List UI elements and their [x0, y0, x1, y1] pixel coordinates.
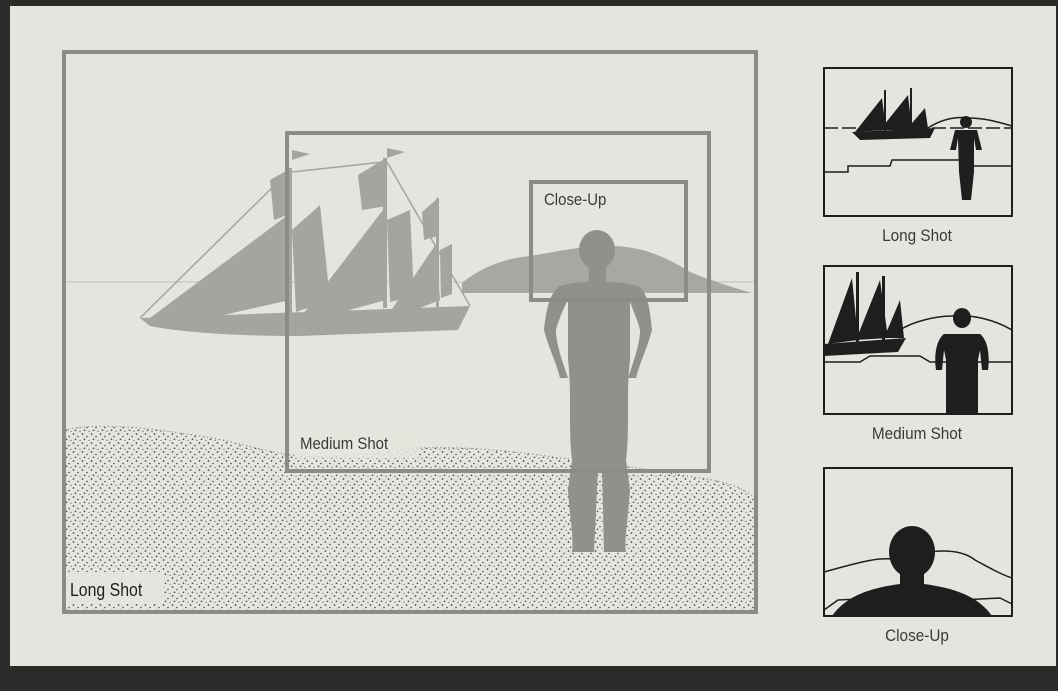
close-up-label: Close-Up: [544, 190, 606, 210]
sailing-ship-illustration: [140, 148, 470, 336]
thumbnail-caption-long-shot: Long Shot: [832, 226, 1003, 246]
long-shot-label: Long Shot: [70, 580, 142, 600]
thumbnail-medium-shot: [824, 266, 1012, 414]
thumbnail-long-shot: [824, 68, 1012, 216]
medium-shot-label: Medium Shot: [300, 434, 388, 454]
thumbnail-caption-close-up: Close-Up: [832, 626, 1003, 646]
thumbnail-close-up: [824, 468, 1012, 616]
thumbnail-caption-medium-shot: Medium Shot: [832, 424, 1003, 444]
